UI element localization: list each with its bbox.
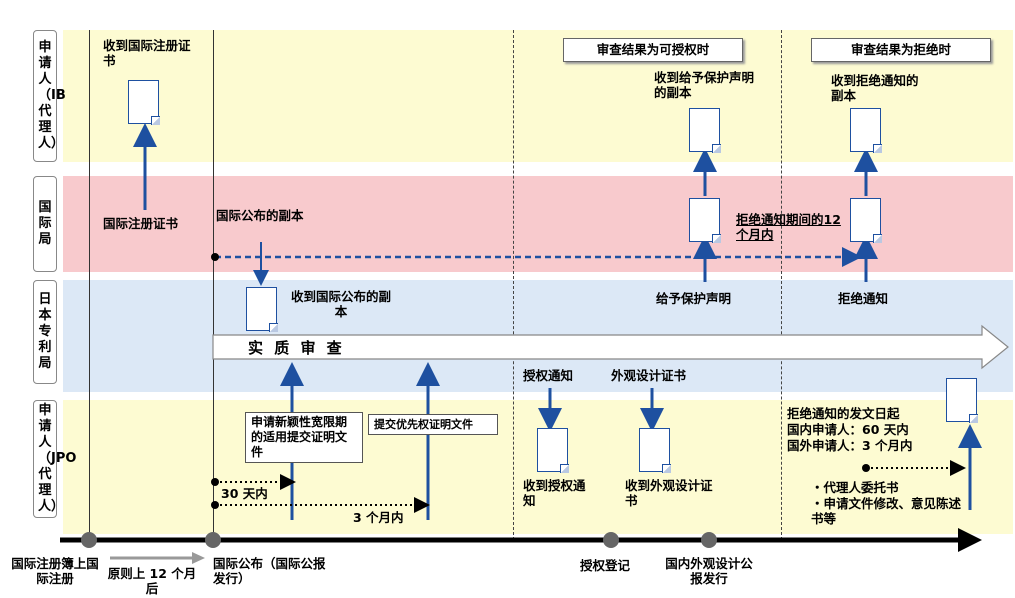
label-refusal-period: 拒绝通知期间的12个月内 bbox=[736, 212, 841, 242]
label-30-days: 30 天内 bbox=[221, 486, 268, 501]
label-3-months: 3 个月内 bbox=[353, 510, 404, 525]
label-bullet-amend: ・申请文件修改、意见陈述书等 bbox=[811, 496, 962, 526]
label-receive-pub-copy: 收到国际公布的副本 bbox=[290, 289, 391, 319]
timeline-label-intl-publication: 国际公布（国际公报发行） bbox=[213, 556, 326, 586]
timeline-dot-registration bbox=[81, 532, 97, 548]
divider-grant bbox=[513, 30, 514, 540]
label-intl-pub-copy: 国际公布的副本 bbox=[216, 208, 304, 223]
timeline-dot-design-pub bbox=[701, 532, 717, 548]
document-icon bbox=[850, 198, 882, 243]
label-refusal-deadline-title: 拒绝通知的发文日起 bbox=[787, 406, 900, 421]
timeline-dot-grant bbox=[603, 532, 619, 548]
header-grantable: 审查结果为可授权时 bbox=[563, 38, 743, 62]
timeline-label-domestic-design-pub: 国内外观设计公报发行 bbox=[665, 556, 753, 586]
label-intl-cert: 国际注册证书 bbox=[103, 216, 179, 231]
label-bullet-proxy: ・代理人委托书 bbox=[811, 480, 899, 495]
document-icon bbox=[639, 428, 671, 473]
document-icon bbox=[246, 287, 278, 332]
label-receive-design-cert: 收到外观设计证书 bbox=[625, 478, 713, 508]
timeline-label-intl-registration: 国际注册簿上国际注册 bbox=[11, 556, 99, 586]
divider-publication bbox=[213, 30, 214, 540]
document-icon bbox=[946, 378, 978, 423]
document-icon bbox=[689, 198, 721, 243]
divider-refusal bbox=[781, 30, 782, 540]
timeline-label-grant-registration: 授权登记 bbox=[580, 558, 631, 573]
document-icon bbox=[689, 108, 721, 153]
label-grant-protection: 给予保护声明 bbox=[656, 291, 732, 306]
label-receive-refusal-copy: 收到拒绝通知的副本 bbox=[831, 73, 919, 103]
box-priority-docs: 提交优先权证明文件 bbox=[368, 414, 498, 435]
header-refusal: 审查结果为拒绝时 bbox=[811, 38, 991, 62]
label-receive-intl-cert: 收到国际注册证书 bbox=[103, 38, 191, 68]
document-icon bbox=[537, 428, 569, 473]
label-foreign-3m: 国外申请人：3 个月内 bbox=[787, 438, 913, 453]
label-receive-grant-notice: 收到授权通知 bbox=[523, 478, 586, 508]
timeline-dot-publication bbox=[205, 532, 221, 548]
label-domestic-60: 国内申请人：60 天内 bbox=[787, 422, 909, 437]
label-grant-notice: 授权通知 bbox=[523, 368, 574, 383]
label-refusal-notice: 拒绝通知 bbox=[838, 291, 889, 306]
label-receive-protection-copy: 收到给予保护声明的副本 bbox=[654, 70, 755, 100]
document-icon bbox=[128, 80, 160, 125]
lane-label-intl-bureau: 国际局 bbox=[33, 176, 57, 272]
label-design-cert: 外观设计证书 bbox=[611, 368, 687, 383]
document-icon bbox=[850, 108, 882, 153]
timeline-label-principle-12m: 原则上 12 个月后 bbox=[107, 566, 197, 596]
label-substantive-exam: 实 质 审 查 bbox=[248, 339, 345, 357]
box-novelty-grace: 申请新颖性宽限期的适用提交证明文件 bbox=[245, 412, 363, 463]
divider-registration bbox=[89, 30, 90, 540]
lane-label-jpo: 日本专利局 bbox=[33, 280, 57, 384]
